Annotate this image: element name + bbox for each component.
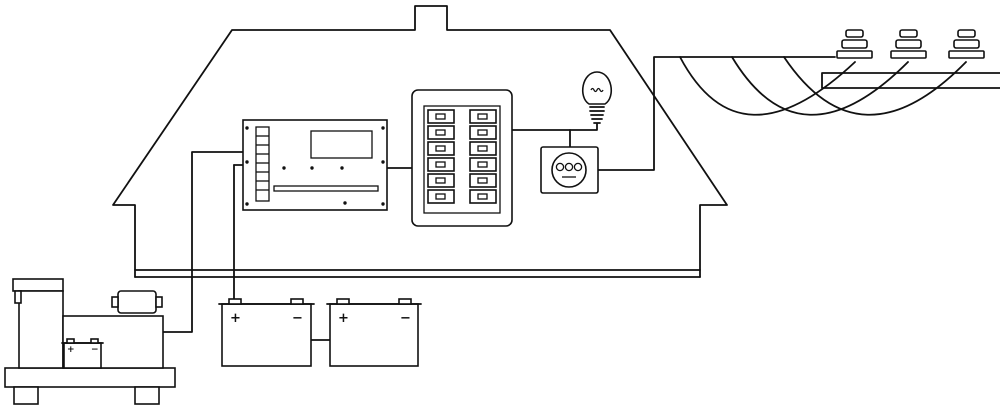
generator-battery-plus: +: [67, 345, 75, 355]
insulator-2: [890, 29, 927, 59]
breakers: [427, 109, 497, 204]
terminal-strip: [255, 126, 270, 202]
utility-pole-crossarm: [679, 29, 1000, 116]
wiring: [159, 56, 836, 341]
generator-battery-icon: + −: [61, 338, 104, 369]
electric-meter-icon: [540, 146, 599, 194]
generator-battery-minus: −: [91, 345, 99, 355]
battery-1-plus: +: [230, 311, 241, 326]
battery-1: + −: [218, 298, 315, 367]
insulator-3: [948, 29, 985, 59]
battery-2: + −: [326, 298, 422, 367]
battery-2-minus: −: [400, 311, 411, 326]
battery-1-minus: −: [292, 311, 303, 326]
house-outline: [112, 5, 728, 278]
breaker-panel: [411, 89, 513, 227]
charge-controller-panel: [242, 119, 388, 211]
battery-2-plus: +: [338, 311, 349, 326]
insulator-1: [836, 29, 873, 59]
light-bulb-icon: [581, 71, 613, 124]
generator-icon: + −: [4, 278, 176, 405]
